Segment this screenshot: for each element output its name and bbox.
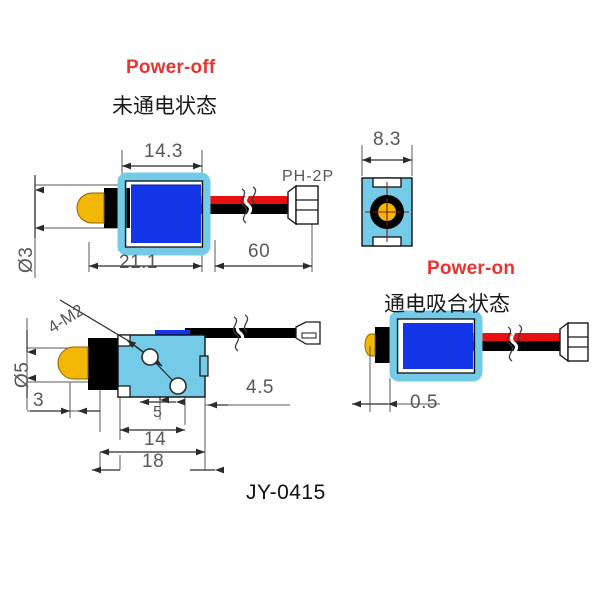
power-on-title-en: Power-on [427, 258, 516, 279]
dimension-3: 3 [33, 390, 45, 411]
connector-label-ph2p: PH-2P [282, 168, 335, 185]
dimension-18: 18 [142, 451, 165, 472]
dimension-4-5: 4.5 [246, 377, 274, 398]
solenoid-frame [117, 172, 211, 256]
connector-symbol-power-on [559, 321, 589, 363]
dimension-diameter-3: Ø3 [16, 246, 37, 273]
front-view [361, 145, 413, 247]
top-view [26, 299, 321, 474]
dimension-diameter-5: Ø5 [12, 361, 33, 388]
power-on-side-view [352, 310, 589, 412]
dimension-14: 14 [144, 429, 167, 450]
coil-block [131, 185, 201, 243]
dimension-21-1: 21.1 [119, 252, 158, 273]
power-on-title-cn: 通电吸合状态 [384, 292, 510, 316]
power-off-title-en: Power-off [126, 57, 216, 78]
connector-symbol-top-view [295, 321, 321, 345]
dimension-60: 60 [248, 241, 271, 262]
dimension-14-3: 14.3 [144, 141, 183, 162]
dimension-8-3: 8.3 [373, 129, 401, 150]
dimension-0-5: 0.5 [410, 392, 438, 413]
connector-ph2p-symbol [287, 184, 319, 226]
part-number-label: JY-0415 [246, 481, 326, 504]
dimension-5: 5 [153, 404, 162, 421]
power-off-title-cn: 未通电状态 [112, 94, 217, 118]
power-off-side-view [34, 150, 319, 278]
